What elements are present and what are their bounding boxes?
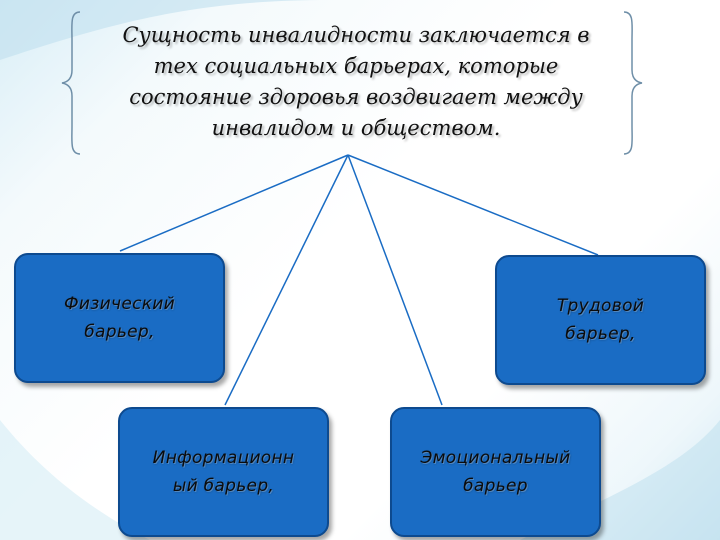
physical-barrier-label: Физический барьер,	[64, 294, 175, 342]
statement-line-4: инвалидом и обществом.	[211, 116, 501, 140]
connector-physical	[119, 154, 349, 252]
statement-block: Сущность инвалидности заключается в тех …	[88, 12, 624, 152]
emotional-barrier-box: Эмоциональный барьер	[390, 407, 601, 537]
statement-text: Сущность инвалидности заключается в тех …	[122, 20, 589, 144]
physical-barrier-box: Физический барьер,	[14, 253, 225, 383]
statement-line-1: Сущность инвалидности заключается в	[122, 23, 590, 47]
left-brace-icon	[61, 11, 81, 155]
emotional-barrier-label: Эмоциональный барьер	[420, 448, 571, 496]
statement-line-2: тех социальных барьерах, которые	[153, 54, 559, 78]
right-brace-icon	[623, 11, 643, 155]
connector-labor	[347, 154, 599, 256]
labor-barrier-label: Трудовой барьер,	[556, 296, 645, 344]
labor-barrier-box: Трудовой барьер,	[495, 255, 706, 385]
informational-barrier-label: Информационн ый барьер,	[152, 448, 295, 496]
statement-line-3: состояние здоровья воздвигает между	[129, 85, 583, 109]
informational-barrier-box: Информационн ый барьер,	[118, 407, 329, 537]
connector-emotional	[347, 154, 443, 406]
connector-informational	[224, 154, 349, 406]
